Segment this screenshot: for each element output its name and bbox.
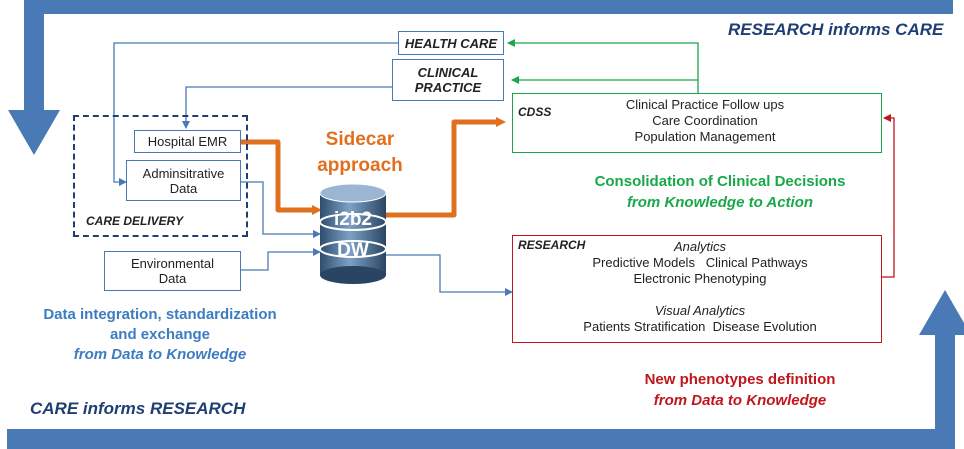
research-to-cdss-connector xyxy=(882,114,895,278)
research-content: Analytics Predictive Models Clinical Pat… xyxy=(530,239,870,335)
cdss-line3: Population Management xyxy=(634,129,776,144)
admin-data-line1: Adminsitrative xyxy=(142,165,225,181)
care-delivery-label: CARE DELIVERY xyxy=(86,214,184,228)
clinical-practice-box: CLINICAL PRACTICE xyxy=(392,59,504,101)
database-label-line1: i2b2 xyxy=(334,209,372,230)
research-line2: Electronic Phenotyping xyxy=(633,271,767,286)
hospital-emr-label: Hospital EMR xyxy=(147,134,228,149)
emr-to-dw-orange-arrow xyxy=(241,139,322,215)
sidecar-approach-label: Sidecar approach xyxy=(305,127,415,179)
dw-to-cdss-orange-arrow xyxy=(383,117,506,218)
data-integration-line3: from Data to Knowledge xyxy=(73,346,247,363)
new-phenotypes-text: New phenotypes definition from Data to K… xyxy=(600,369,880,411)
admin-to-dw-connector xyxy=(241,181,321,238)
data-integration-text: Data integration, standardization and ex… xyxy=(20,305,300,365)
cdss-content: Clinical Practice Follow ups Care Coordi… xyxy=(560,97,850,145)
cdss-line2: Care Coordination xyxy=(652,113,758,128)
research-informs-care-label: RESEARCH informs CARE xyxy=(728,20,944,39)
consolidation-line2: from Knowledge to Action xyxy=(626,194,814,211)
cdss-to-health-care-connector xyxy=(507,39,699,93)
consolidation-text: Consolidation of Clinical Decisions from… xyxy=(560,171,880,213)
research-line1: Predictive Models Clinical Pathways xyxy=(592,255,808,270)
care-delivery-group xyxy=(73,115,248,237)
research-visual-analytics-heading: Visual Analytics xyxy=(654,303,746,318)
sidecar-line1: Sidecar xyxy=(325,129,395,150)
sidecar-line2: approach xyxy=(317,155,403,176)
environmental-data-line2: Data xyxy=(158,271,187,286)
data-integration-line2: and exchange xyxy=(109,326,211,343)
new-phenotypes-line2: from Data to Knowledge xyxy=(653,392,827,409)
care-informs-research-arrow xyxy=(7,290,964,449)
research-label: RESEARCH xyxy=(518,238,586,252)
data-integration-line1: Data integration, standardization xyxy=(43,306,277,323)
hospital-emr-box: Hospital EMR xyxy=(134,130,241,153)
care-informs-research-label: CARE informs RESEARCH xyxy=(30,399,246,418)
environmental-data-box: Environmental Data xyxy=(104,251,241,291)
clinical-practice-line2: PRACTICE xyxy=(414,80,482,95)
administrative-data-box: Adminsitrative Data xyxy=(126,160,241,201)
new-phenotypes-line1: New phenotypes definition xyxy=(644,371,836,388)
research-line3: Patients Stratification Disease Evolutio… xyxy=(583,319,817,334)
clinical-practice-to-emr-connector xyxy=(182,86,392,129)
health-care-label: HEALTH CARE xyxy=(404,35,498,51)
dw-to-research-connector xyxy=(380,254,513,296)
research-box xyxy=(512,235,882,343)
environmental-data-line1: Environmental xyxy=(130,256,215,271)
consolidation-line1: Consolidation of Clinical Decisions xyxy=(594,173,846,190)
cdss-label: CDSS xyxy=(518,105,552,119)
cdss-box xyxy=(512,93,882,153)
environmental-to-dw-connector xyxy=(241,248,321,271)
i2b2-dw-database-icon xyxy=(319,183,387,284)
health-care-to-admin-connector xyxy=(113,42,398,186)
cdss-line1: Clinical Practice Follow ups xyxy=(625,97,785,112)
research-analytics-heading: Analytics xyxy=(673,239,727,254)
health-care-box: HEALTH CARE xyxy=(398,31,504,55)
database-label-line2: DW xyxy=(337,240,369,261)
clinical-practice-line1: CLINICAL xyxy=(417,65,479,80)
admin-data-line2: Data xyxy=(169,180,198,196)
